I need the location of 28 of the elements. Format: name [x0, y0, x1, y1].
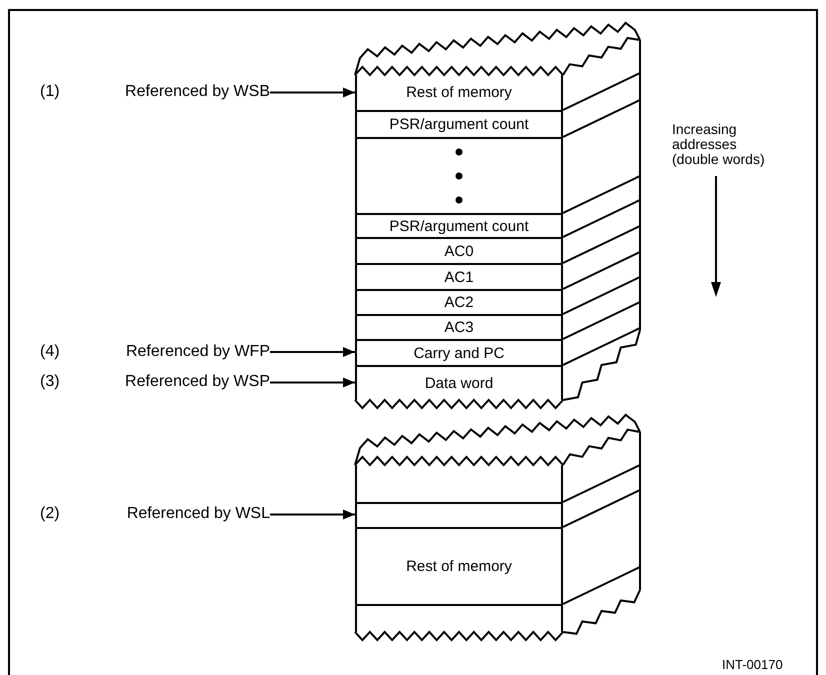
reference-label: Referenced by WSP	[125, 372, 270, 392]
callout-number: (4)	[40, 342, 60, 362]
reference-label: Referenced by WSL	[126, 504, 270, 524]
memory-cell	[355, 137, 563, 213]
memory-cell: PSR/argument count	[355, 110, 563, 137]
memory-cell	[355, 502, 563, 527]
memory-cell: Rest of memory	[355, 75, 563, 110]
callout-number: (2)	[40, 504, 60, 524]
direction-note: Increasing addresses (double words)	[672, 122, 766, 167]
arrow	[270, 88, 355, 98]
memory-cell: AC1	[355, 263, 563, 289]
arrow	[270, 510, 355, 520]
memory-cell: AC3	[355, 314, 563, 339]
callout-number: (1)	[40, 82, 60, 102]
figure-id: INT-00170	[722, 656, 783, 674]
memory-cell: Rest of memory	[355, 527, 563, 604]
arrow	[270, 378, 355, 388]
memory-cell	[355, 604, 563, 632]
arrow	[270, 347, 355, 357]
memory-cell: AC0	[355, 237, 563, 263]
memory-cell: Data word	[355, 365, 563, 400]
callout-number: (3)	[40, 372, 60, 392]
memory-cell: PSR/argument count	[355, 213, 563, 237]
reference-label: Referenced by WSB	[125, 82, 270, 102]
reference-label: Referenced by WFP	[126, 342, 270, 362]
memory-cell	[355, 465, 563, 502]
memory-cell: AC2	[355, 289, 563, 314]
memory-cell: Carry and PC	[355, 339, 563, 365]
